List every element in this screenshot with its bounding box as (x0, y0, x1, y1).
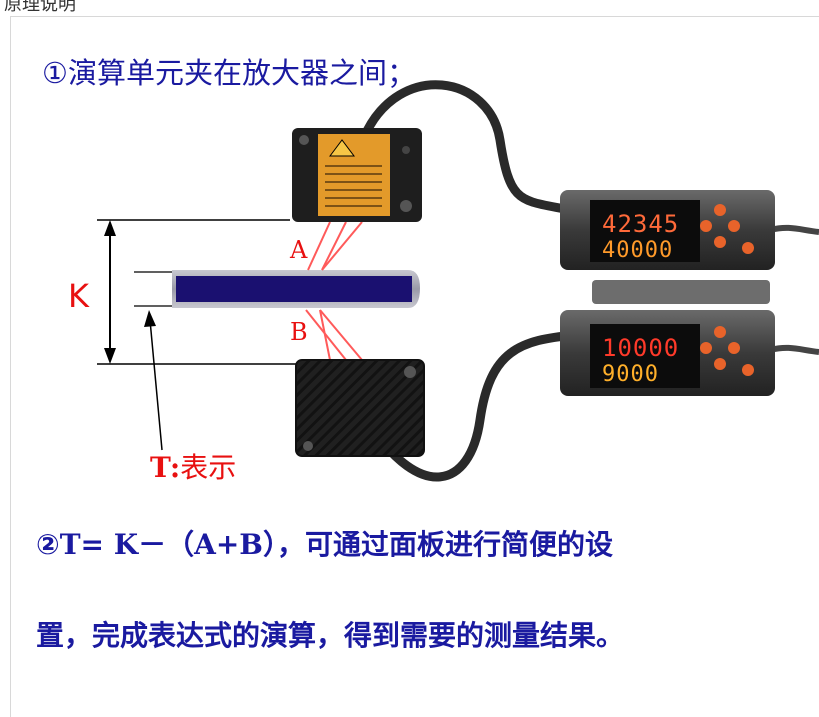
label-t-prefix: T: (150, 451, 180, 484)
upper-display-top: 42345 (602, 210, 679, 238)
laser-beam-a (308, 222, 362, 270)
k-arrow-down (104, 348, 116, 364)
label-k: K (68, 277, 89, 315)
calc-unit (592, 280, 770, 304)
label-t-text: 表示 (180, 451, 236, 484)
step3-text: 置，完成表达式的演算，得到需要的测量结果。 (36, 614, 624, 654)
step2-text: ②T= K－（A+B），可通过面板进行简便的设 (36, 523, 613, 563)
sensor-diagram (0, 0, 819, 500)
lower-display-top: 10000 (602, 334, 679, 362)
step2-desc: ，可通过面板进行简便的设 (277, 528, 613, 561)
label-a: A (290, 236, 307, 264)
laser-beam-b (306, 310, 362, 360)
step2-num: ② (36, 528, 60, 561)
k-arrow-up (104, 220, 116, 236)
label-t: T:表示 (150, 446, 236, 486)
target-plate (172, 270, 420, 308)
label-b: B (290, 318, 308, 346)
t-pointer-line (150, 320, 162, 450)
upper-sensor-head (292, 128, 422, 222)
right-cable-upper (770, 228, 819, 232)
lower-sensor-head (296, 360, 424, 456)
right-cable-lower (770, 348, 819, 352)
step2-formula: T= K－（A+B） (60, 528, 277, 561)
t-pointer-arrow (144, 310, 156, 327)
lower-display-bottom: 9000 (602, 362, 659, 387)
upper-display-bottom: 40000 (602, 238, 673, 263)
